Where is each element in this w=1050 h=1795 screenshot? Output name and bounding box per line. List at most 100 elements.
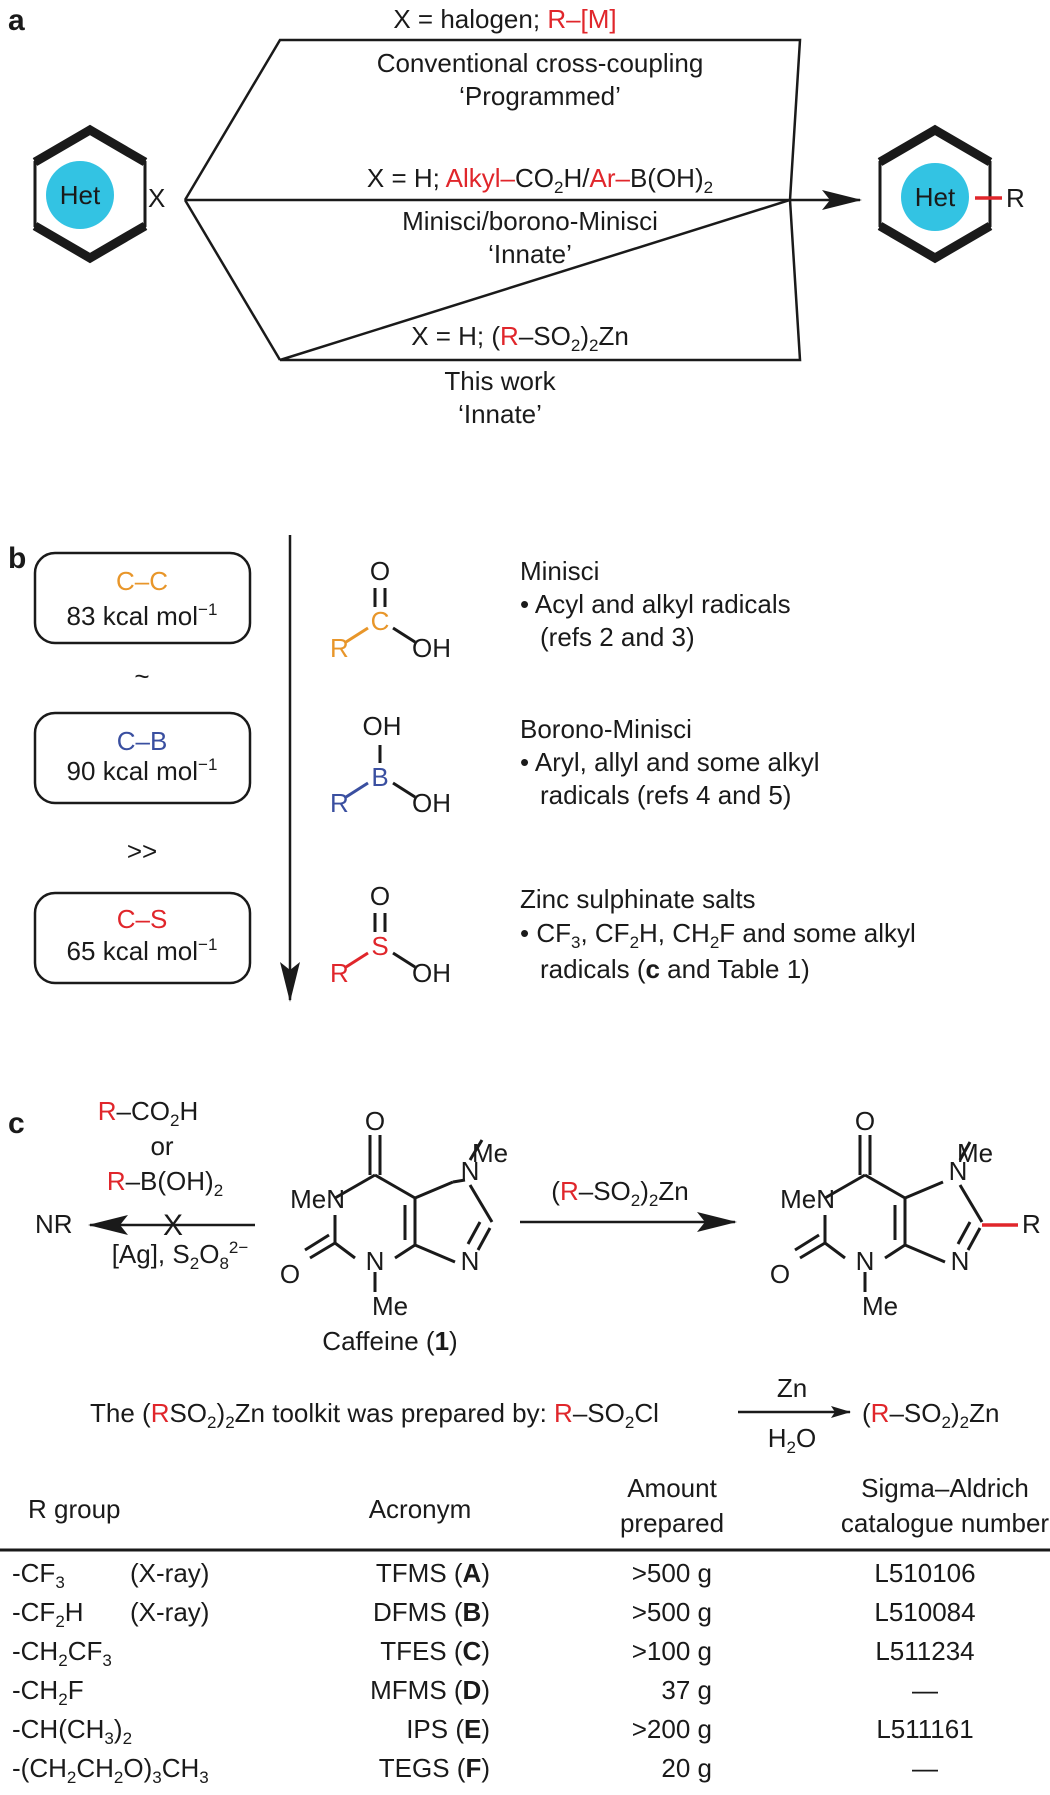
failed-reagents: R–CO2H or R–B(OH)2 [Ag], S2O82−	[98, 1096, 249, 1273]
relation-approx: ~	[134, 661, 149, 691]
svg-text:Minisci: Minisci	[520, 556, 599, 586]
svg-text:OH: OH	[412, 788, 451, 818]
svg-text:O: O	[365, 1106, 385, 1136]
svg-text:OH: OH	[363, 711, 402, 741]
cell-amount: 20 g	[661, 1753, 712, 1783]
svg-text:MeN: MeN	[780, 1184, 835, 1214]
svg-text:OH: OH	[412, 958, 451, 988]
svg-text:R: R	[330, 958, 349, 988]
cell-acronym: IPS (E)	[406, 1714, 490, 1744]
cell-rgroup: -CF2H	[12, 1597, 84, 1631]
svg-text:N: N	[951, 1246, 970, 1276]
toolkit-below: H2O	[768, 1423, 816, 1457]
svg-text:N: N	[949, 1156, 968, 1186]
cell-catalogue: L510084	[874, 1597, 975, 1627]
bond-box-cs: C–S 65 kcal mol−1	[33, 891, 252, 985]
desc-zinc-sulphinate: Zinc sulphinate salts • CF3, CF2H, CH2F …	[520, 884, 916, 984]
heteroarene-left: Het X	[32, 124, 165, 264]
het-label-right: Het	[915, 182, 956, 212]
heteroarene-right: Het R	[877, 124, 1025, 264]
cell-acronym: TFMS (A)	[376, 1558, 490, 1588]
svg-text:R–B(OH)2: R–B(OH)2	[107, 1166, 223, 1200]
desc-borono-minisci: Borono-Minisci • Aryl, allyl and some al…	[520, 714, 820, 810]
cell-catalogue: —	[912, 1675, 938, 1705]
cell-rgroup: -CH2F	[12, 1675, 84, 1709]
svg-text:O: O	[370, 556, 390, 586]
bond-box-cc: C–C 83 kcal mol−1	[33, 551, 252, 645]
svg-text:C–B: C–B	[117, 726, 168, 756]
panel-a: a Het X Het R X = halogen; R–[M] Convent…	[8, 4, 1025, 429]
cell-acronym: MFMS (D)	[370, 1675, 490, 1705]
route1-condition: X = halogen; R–[M]	[393, 4, 616, 34]
cell-note: (X-ray)	[130, 1558, 209, 1588]
svg-text:radicals (c and Table 1): radicals (c and Table 1)	[540, 954, 810, 984]
svg-text:65 kcal mol−1: 65 kcal mol−1	[67, 935, 218, 966]
x-label: X	[148, 183, 165, 213]
svg-text:Me: Me	[957, 1138, 993, 1168]
svg-text:Borono-Minisci: Borono-Minisci	[520, 714, 692, 744]
svg-text:R: R	[1022, 1209, 1041, 1239]
cell-amount: >500 g	[632, 1558, 712, 1588]
cell-rgroup: -(CH2CH2O)3CH3	[12, 1753, 209, 1787]
svg-text:O: O	[770, 1259, 790, 1289]
caffeine-product-structure	[794, 1135, 984, 1292]
toolkit-text: The (RSO2)2Zn toolkit was prepared by: R…	[90, 1398, 659, 1432]
panel-c: c R–CO2H or R–B(OH)2 [Ag], S2O82− NR X	[0, 1096, 1050, 1787]
route2-condition: X = H; Alkyl–CO2H/Ar–B(OH)2	[367, 163, 713, 197]
svg-text:O: O	[280, 1259, 300, 1289]
svg-text:R group: R group	[28, 1494, 121, 1524]
svg-text:OH: OH	[412, 633, 451, 663]
toolkit-above: Zn	[777, 1373, 807, 1403]
svg-text:• Acyl and alkyl radicals: • Acyl and alkyl radicals	[520, 589, 791, 619]
svg-text:(refs 2 and 3): (refs 2 and 3)	[540, 622, 695, 652]
svg-text:R–CO2H: R–CO2H	[98, 1096, 199, 1130]
bond-box-cb: C–B 90 kcal mol−1	[33, 711, 252, 805]
svg-text:C–C: C–C	[116, 566, 168, 596]
route3-tag: ‘Innate’	[458, 399, 542, 429]
svg-text:or: or	[150, 1131, 173, 1161]
panel-a-label: a	[8, 4, 25, 37]
desc-minisci: Minisci • Acyl and alkyl radicals (refs …	[520, 556, 791, 652]
het-label-left: Het	[60, 180, 101, 210]
svg-text:prepared: prepared	[620, 1508, 724, 1538]
svg-text:Acronym: Acronym	[369, 1494, 472, 1524]
svg-text:O: O	[855, 1106, 875, 1136]
cell-catalogue: L511161	[876, 1714, 973, 1744]
caffeine-structure	[304, 1135, 494, 1292]
route3-title: This work	[444, 366, 556, 396]
caffeine-product-atoms: O N Me MeN N N O Me R	[770, 1106, 1041, 1321]
svg-text:N: N	[856, 1246, 875, 1276]
route2-tag: ‘Innate’	[488, 239, 572, 269]
svg-text:Me: Me	[472, 1138, 508, 1168]
cell-catalogue: L510106	[874, 1558, 975, 1588]
svg-text:R: R	[330, 788, 349, 818]
cell-amount: >200 g	[632, 1714, 712, 1744]
cell-catalogue: L511234	[875, 1636, 974, 1666]
cell-rgroup: -CF3	[12, 1558, 65, 1592]
toolkit-product: (R–SO2)2Zn	[862, 1398, 999, 1432]
svg-text:[Ag], S2O82−: [Ag], S2O82−	[112, 1238, 249, 1273]
sulphinic-acid-structure: O S R OH	[330, 881, 451, 988]
forward-reagent: (R–SO2)2Zn	[551, 1176, 688, 1210]
caffeine-label: Caffeine (1)	[322, 1326, 457, 1356]
carboxylic-acid-structure: O C R OH	[330, 556, 451, 663]
caffeine-atoms: O N Me MeN N N O Me	[280, 1106, 508, 1321]
table-row: -CF3 (X-ray) TFMS (A) >500 g L510106	[12, 1558, 976, 1592]
table-rows: -CF3 (X-ray) TFMS (A) >500 g L510106 -CF2H (X-…	[12, 1558, 976, 1787]
svg-text:90 kcal mol−1: 90 kcal mol−1	[67, 755, 218, 786]
svg-text:O: O	[370, 881, 390, 911]
svg-text:N: N	[461, 1156, 480, 1186]
cell-amount: >500 g	[632, 1597, 712, 1627]
panel-b-label: b	[8, 542, 26, 575]
svg-text:B: B	[371, 762, 388, 792]
svg-text:catalogue number: catalogue number	[841, 1508, 1049, 1538]
route1-tag: ‘Programmed’	[459, 81, 621, 111]
svg-text:C: C	[371, 606, 390, 636]
route1-title: Conventional cross-coupling	[377, 48, 704, 78]
svg-text:Me: Me	[862, 1291, 898, 1321]
